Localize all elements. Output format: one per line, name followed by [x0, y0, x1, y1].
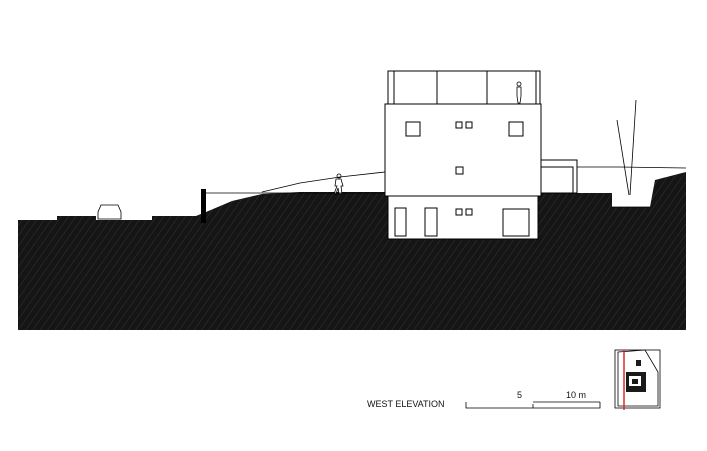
car-silhouette — [97, 204, 122, 220]
window-lower-1 — [394, 207, 407, 237]
window-upper-5 — [455, 166, 464, 175]
scale-label-end: 10 m — [566, 390, 586, 400]
side-annex — [540, 159, 578, 194]
ground-section — [18, 172, 686, 330]
retaining-wall — [201, 189, 206, 223]
window-upper-1 — [405, 121, 421, 137]
window-lower-4 — [465, 208, 473, 216]
window-upper-3 — [465, 121, 473, 129]
mast-lines — [612, 99, 650, 208]
window-lower-2 — [424, 207, 438, 237]
key-plan — [614, 349, 661, 410]
roof-pavilion — [387, 70, 541, 105]
window-upper-4 — [508, 121, 524, 137]
human-figure-roof — [516, 81, 522, 104]
window-lower-5 — [502, 208, 530, 237]
window-lower-3 — [455, 208, 463, 216]
building-upper-volume — [384, 103, 542, 197]
scale-bar — [465, 401, 601, 409]
window-upper-2 — [455, 121, 463, 129]
drawing-title: WEST ELEVATION — [367, 399, 445, 409]
scale-label-mid: 5 — [517, 390, 522, 400]
